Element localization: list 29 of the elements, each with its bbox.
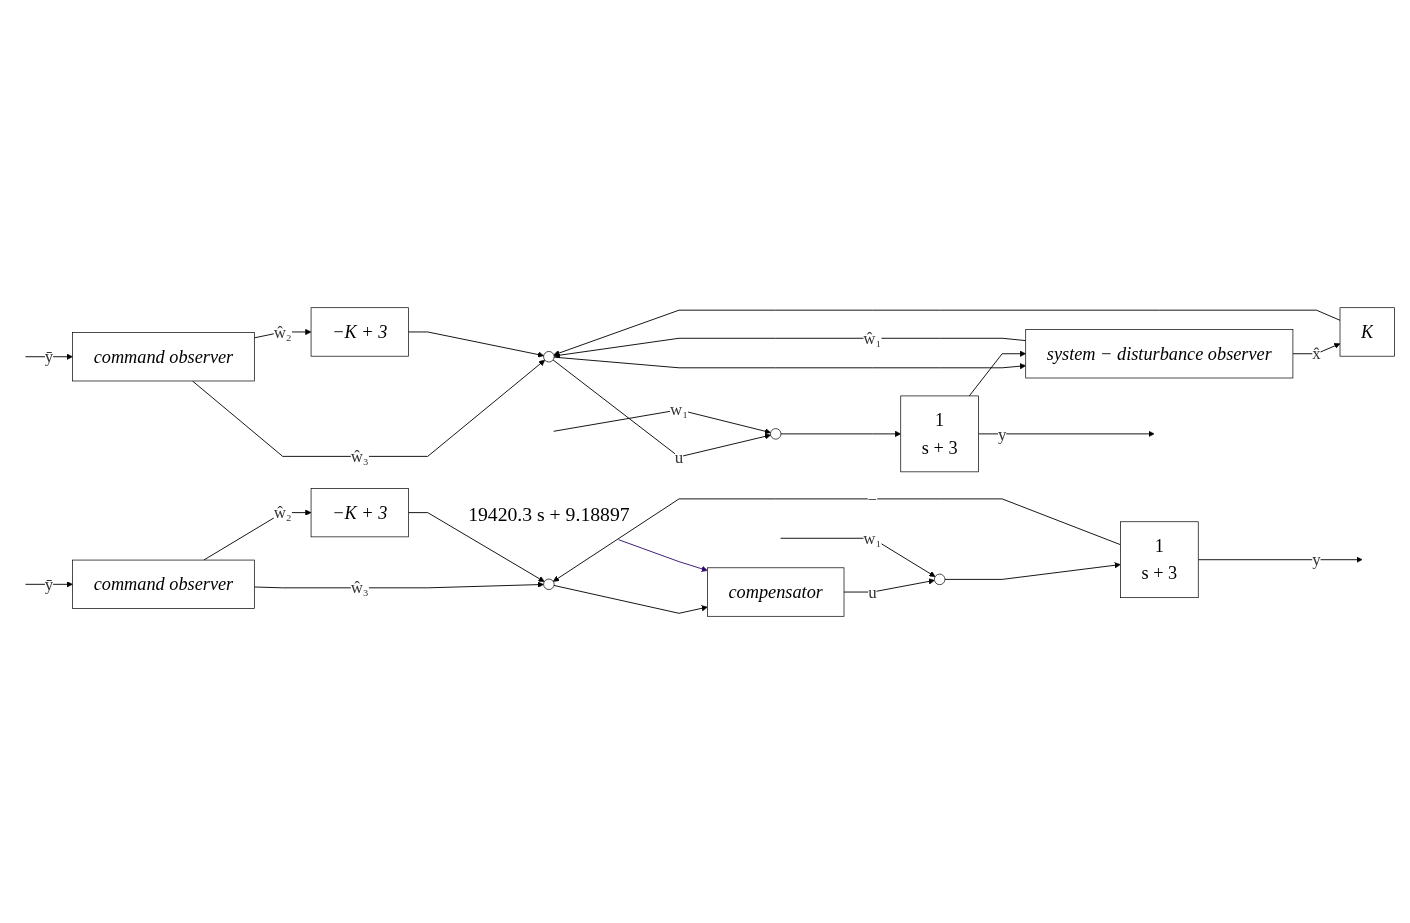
edge-label: ŵ₃	[350, 578, 369, 597]
edge-label: y	[1312, 550, 1321, 569]
edge-label: y	[997, 424, 1007, 443]
edge-label: x̂	[1312, 344, 1321, 363]
edge-label: ŵ₁	[863, 328, 882, 347]
node-text: 19420.3 s + 9.18897	[468, 502, 630, 525]
node-box: K	[1339, 306, 1395, 357]
edge-label: w₁	[670, 400, 689, 419]
edge-label: u	[674, 447, 684, 466]
node-circle	[543, 578, 555, 590]
node-box: compensator	[707, 566, 845, 617]
node-circle	[934, 573, 946, 585]
edge-label: −	[867, 489, 878, 508]
node-circle	[770, 427, 782, 439]
node-box: 1 s + 3	[1120, 520, 1199, 598]
edge-label: ȳ	[44, 347, 54, 366]
node-circle	[543, 350, 555, 362]
node-box: −K + 3	[310, 487, 409, 537]
edge-label: w₁	[863, 528, 882, 547]
node-box: 1 s + 3	[900, 395, 979, 472]
node-box: system − disturbance observer	[1025, 328, 1294, 378]
edge-label: u	[868, 582, 877, 601]
edge-label: ȳ	[44, 574, 54, 593]
edge-label: ŵ₃	[350, 446, 369, 466]
node-box: command observer	[72, 331, 255, 381]
node-box: command observer	[72, 559, 255, 609]
node-box: −K + 3	[310, 306, 409, 357]
edge-label: ŵ₂	[273, 502, 292, 522]
edge-label: ŵ₂	[273, 322, 292, 341]
